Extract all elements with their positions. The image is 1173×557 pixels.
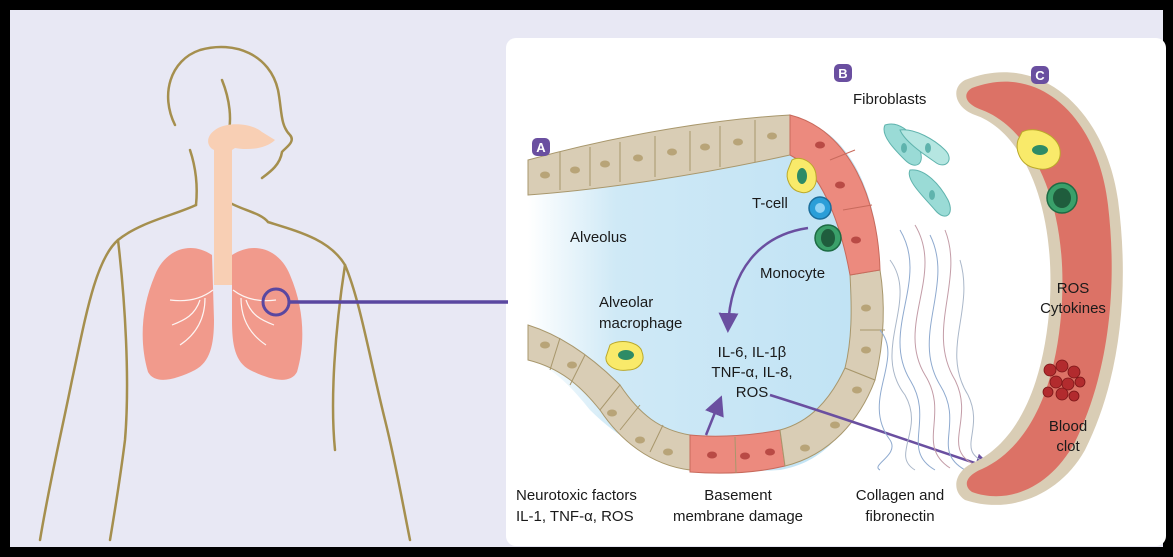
label-alveolus: Alveolus <box>570 229 627 246</box>
label-alveolar-macrophage-line1: Alveolar <box>599 294 653 311</box>
label-mediators-line1: IL-6, IL-1β <box>718 344 787 361</box>
label-neurotoxic-line2: IL-1, TNF-α, ROS <box>516 508 634 525</box>
alveolus-structure <box>528 115 885 473</box>
label-mediators-line2: TNF-α, IL-8, <box>711 364 792 381</box>
label-t-cell: T-cell <box>752 195 788 212</box>
svg-text:A: A <box>536 140 546 155</box>
collagen-fibers <box>878 225 985 470</box>
label-basement-line1: Basement <box>704 487 772 504</box>
human-silhouette <box>40 47 410 540</box>
alveolar-macrophage-cell <box>606 341 643 370</box>
label-monocyte: Monocyte <box>760 265 825 282</box>
label-fibroblasts: Fibroblasts <box>853 91 926 108</box>
t-cell <box>809 197 831 219</box>
badge-a: A <box>532 138 550 156</box>
label-alveolar-macrophage-line2: macrophage <box>599 315 682 332</box>
monocyte-cell <box>815 225 841 251</box>
label-ros: ROS <box>1057 280 1090 297</box>
label-blood-clot-line2: clot <box>1056 438 1080 455</box>
vessel-monocyte-cell <box>1047 183 1077 213</box>
svg-text:C: C <box>1035 68 1045 83</box>
fibroblast-cells <box>884 124 950 216</box>
label-neurotoxic-line1: Neurotoxic factors <box>516 487 637 504</box>
label-collagen-line1: Collagen and <box>856 487 944 504</box>
label-collagen-line2: fibronectin <box>865 508 934 525</box>
label-mediators-line3: ROS <box>736 384 769 401</box>
label-basement-line2: membrane damage <box>673 508 803 525</box>
svg-text:B: B <box>838 66 847 81</box>
badge-c: C <box>1031 66 1049 84</box>
label-blood-clot-line1: Blood <box>1049 418 1087 435</box>
label-cytokines: Cytokines <box>1040 300 1106 317</box>
badge-b: B <box>834 64 852 82</box>
